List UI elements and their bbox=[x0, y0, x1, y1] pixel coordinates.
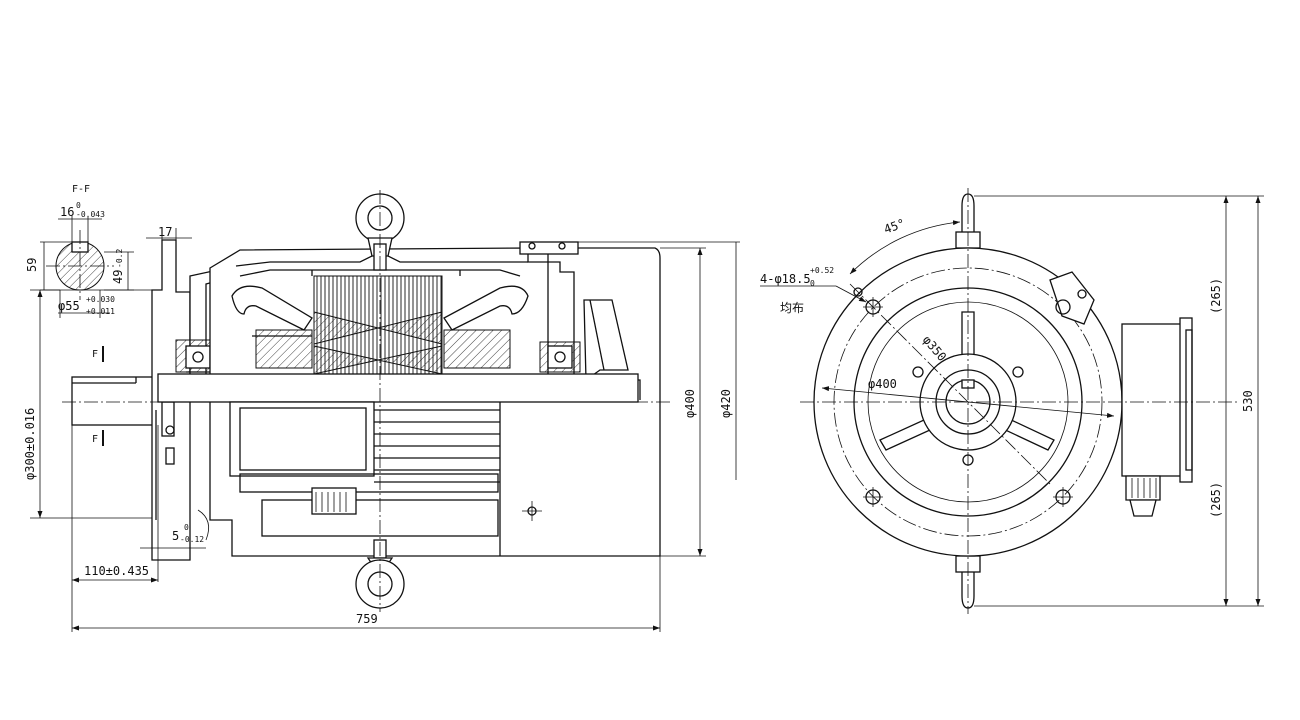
spigot-dia-dim: φ300±0.016 bbox=[23, 408, 37, 480]
end-winding-right bbox=[443, 285, 529, 331]
side-view: F F bbox=[23, 190, 740, 632]
body-dia-dim: φ400 bbox=[683, 389, 697, 418]
rotor-shaft-internal bbox=[157, 373, 639, 403]
key-width-tol-lower: -0.043 bbox=[76, 210, 105, 219]
flange-circle-dim: φ400 bbox=[868, 377, 897, 391]
half-height-top-dim: (265) bbox=[1209, 278, 1223, 314]
flange-dia-dim: φ420 bbox=[719, 389, 733, 418]
bearing-nde bbox=[547, 345, 573, 369]
key-width-tol-upper: 0 bbox=[76, 201, 81, 210]
bearing-de bbox=[185, 345, 211, 369]
shaft-tol-upper: +0.030 bbox=[86, 295, 115, 304]
shaft-dia-dim: φ55 bbox=[58, 299, 80, 313]
flange-thickness-dim: 17 bbox=[158, 225, 172, 239]
key-width-dim: 16 bbox=[60, 205, 74, 219]
cut-marker-bottom: F bbox=[92, 434, 98, 445]
key-height-tol: -0.2 bbox=[115, 249, 124, 268]
key-slot-dim: 59 bbox=[25, 258, 39, 272]
cooling-fins bbox=[374, 402, 501, 556]
half-height-bottom-dim: (265) bbox=[1209, 482, 1223, 518]
spigot-depth-tol-lower: -0.12 bbox=[180, 535, 204, 544]
holes-note: 均布 bbox=[780, 301, 804, 315]
section-view-f-f: F-F 16 0 -0.043 59 49 -0.2 φ55 +0.030 +0… bbox=[25, 184, 134, 318]
spigot-depth-tol-upper: 0 bbox=[184, 523, 189, 532]
overall-height-dim: 530 bbox=[1241, 390, 1255, 412]
mounting-lug-bottom bbox=[955, 555, 981, 609]
end-winding-left bbox=[231, 285, 313, 331]
section-label: F-F bbox=[72, 184, 90, 195]
shaft-extension-dim: 110±0.435 bbox=[84, 564, 149, 578]
angle-dim: 45° bbox=[882, 216, 907, 237]
breather-fitting bbox=[1049, 271, 1095, 325]
holes-tol-upper: +0.52 bbox=[810, 266, 834, 275]
fan-area bbox=[583, 299, 629, 382]
cut-marker-top: F bbox=[92, 349, 98, 360]
key-height-dim: 49 bbox=[111, 270, 125, 284]
holes-tol-lower: 0 bbox=[810, 279, 815, 288]
shaft-tol-lower: +0.011 bbox=[86, 307, 115, 316]
end-view: 45° 4-φ18.5 +0.52 0 均布 φ350 φ400 (265) (… bbox=[760, 188, 1264, 614]
shaft bbox=[71, 376, 159, 426]
holes-label: 4-φ18.5 bbox=[760, 272, 811, 286]
terminal-box-end bbox=[1121, 317, 1193, 517]
spigot-depth-dim: 5 bbox=[172, 529, 179, 543]
overall-length-dim: 759 bbox=[356, 612, 378, 626]
